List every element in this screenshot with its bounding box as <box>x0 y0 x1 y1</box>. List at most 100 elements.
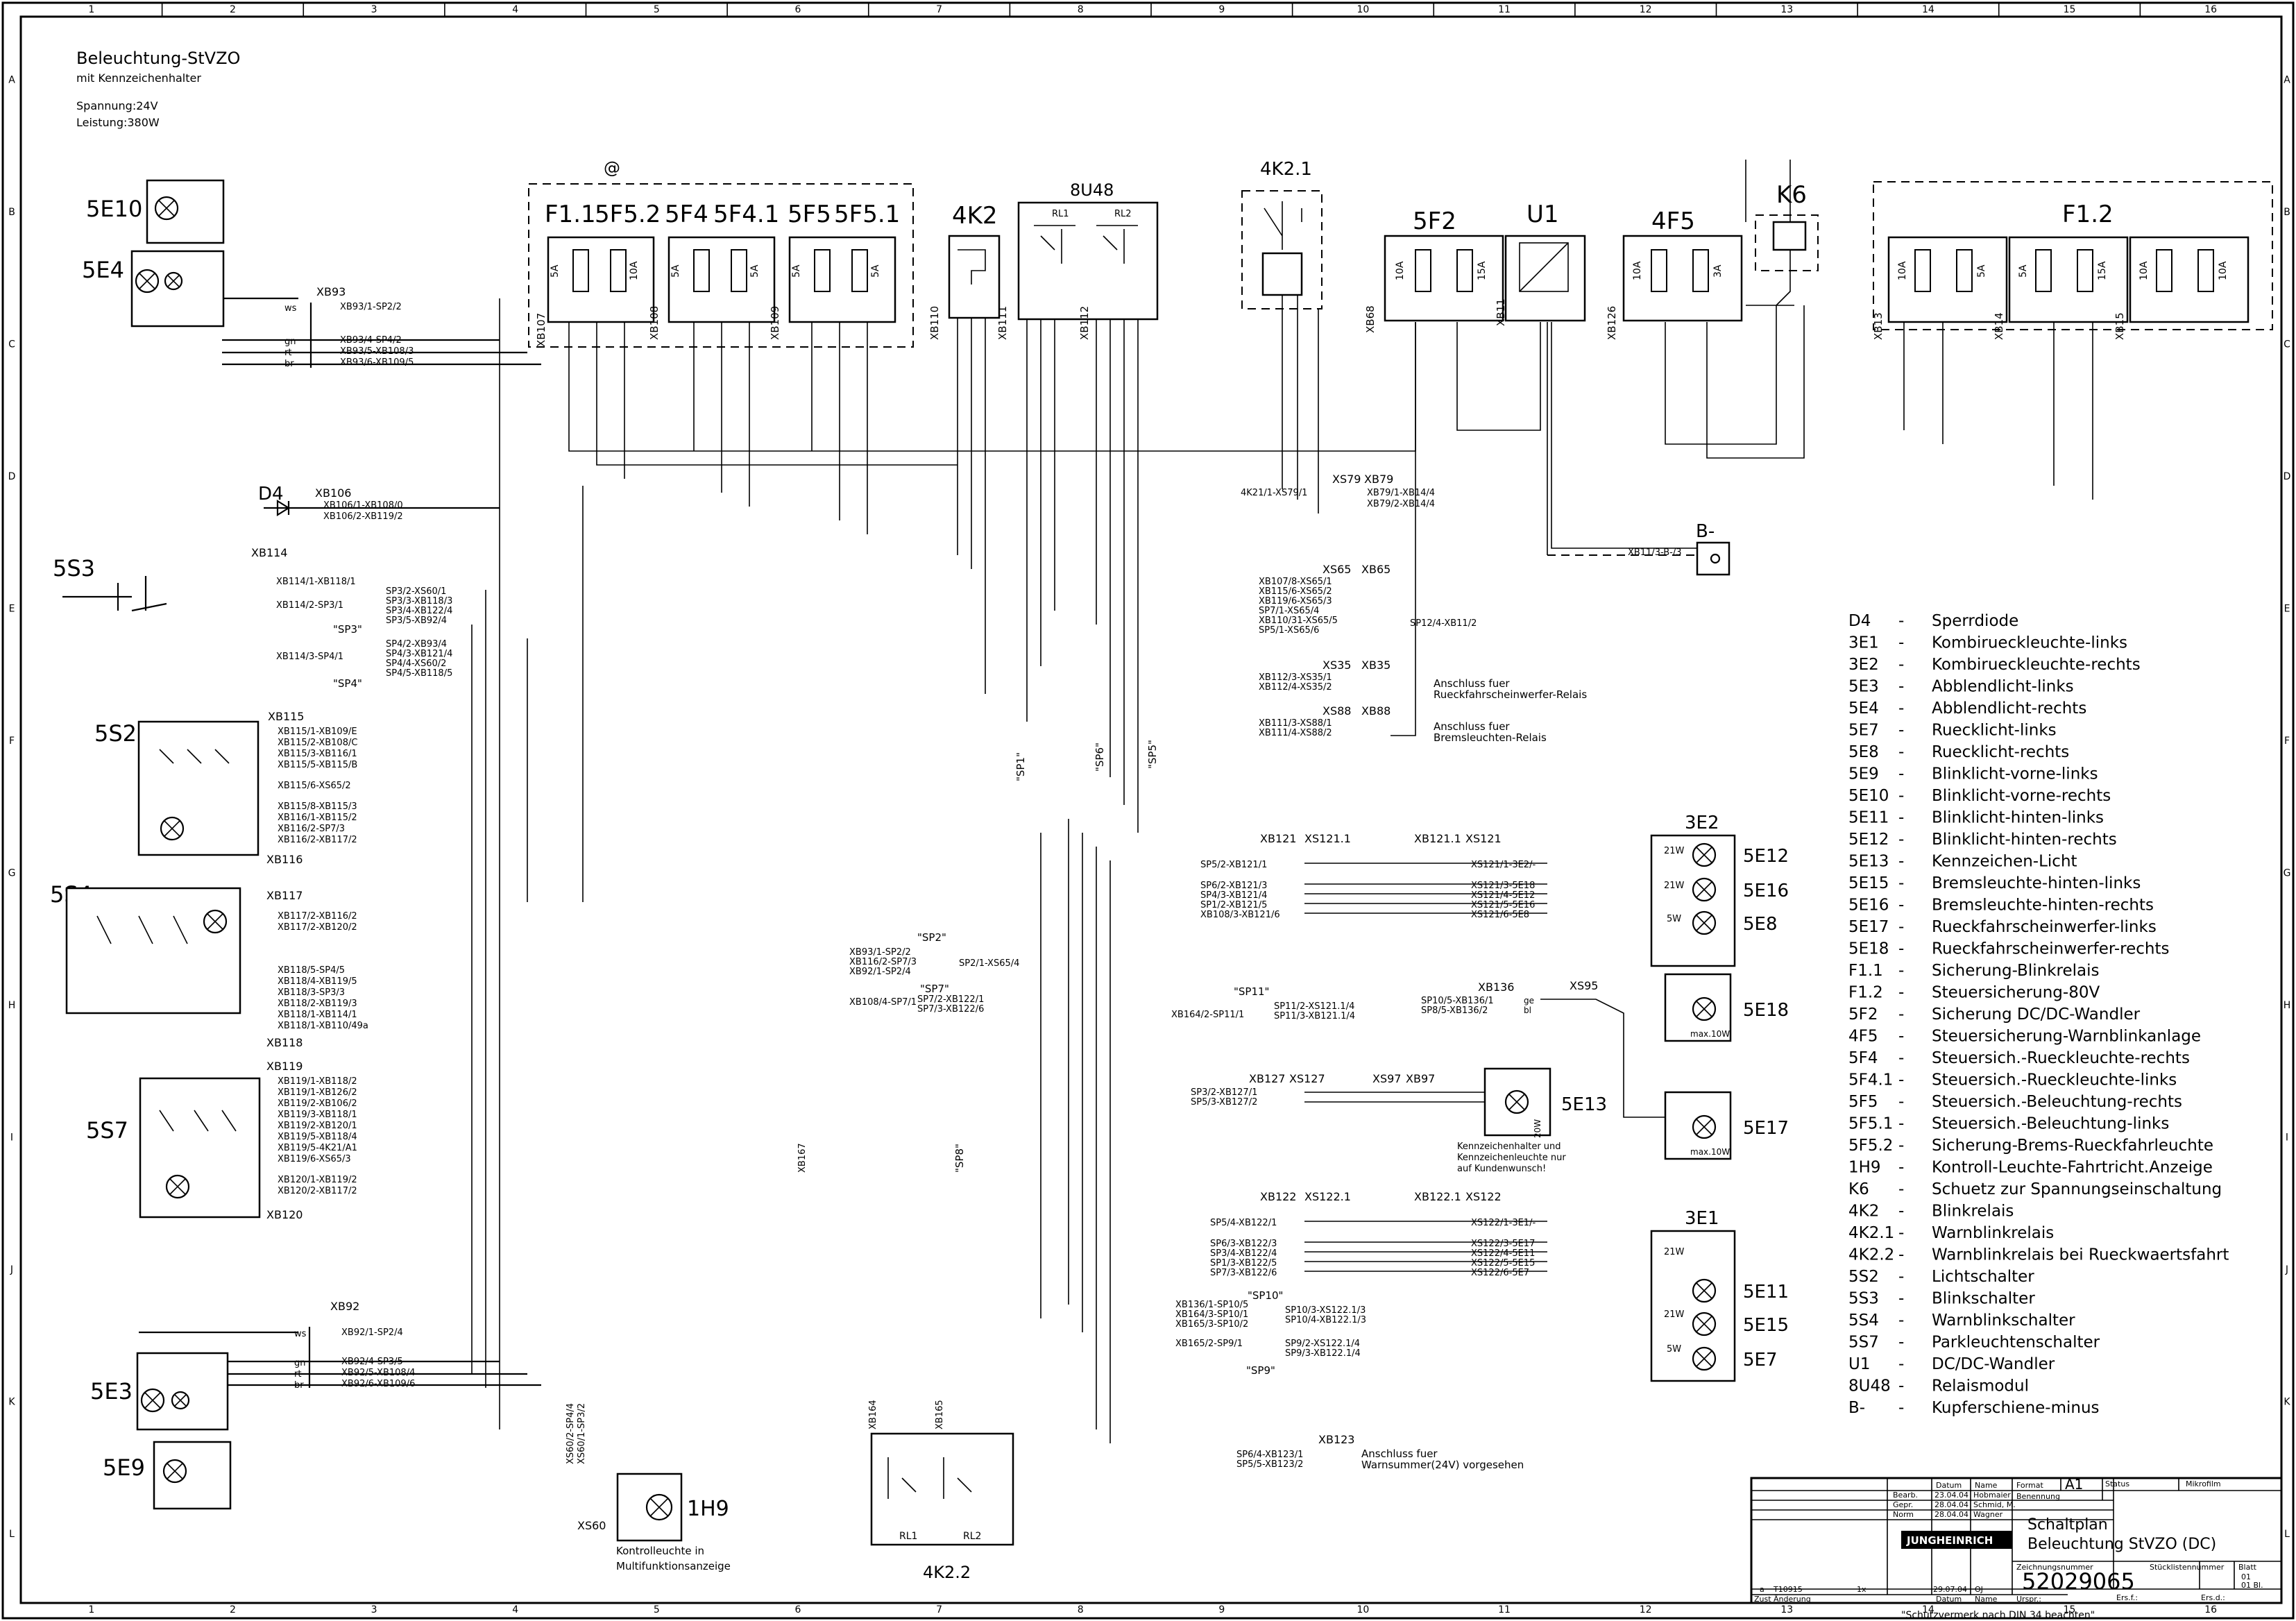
rating-XB14-a: 5A <box>2018 264 2029 278</box>
legend-code: 5F2 <box>1848 1005 1878 1024</box>
svg-text:-: - <box>1898 1071 1904 1089</box>
svg-text:max.10W: max.10W <box>1690 1147 1730 1157</box>
grid-column-12-bottom: 12 <box>1640 1604 1652 1615</box>
lamp-1H9-bulb <box>645 1493 673 1521</box>
legend: D4-Sperrdiode3E1-Kombirueckleuchte-links… <box>1848 612 2229 1417</box>
fuse-XB14-a <box>2035 249 2052 292</box>
legend-item: 1H9-Kontroll-Leuchte-Fahrtricht.Anzeige <box>1848 1159 2213 1177</box>
fuse-F1.2-housing <box>1873 181 2273 330</box>
fuse-group-middle: 5F2 10A 15A XB68 U1 XB11 4F5 10A 3A XB12… <box>1364 201 1743 340</box>
legend-description: Rueckfahrscheinwerfer-links <box>1932 918 2157 936</box>
svg-text:XB121: XB121 <box>1260 832 1296 845</box>
svg-text:-: - <box>1898 678 1904 696</box>
svg-text:Datum: Datum <box>1936 1481 1962 1490</box>
label-5E11: 5E11 <box>1743 1282 1789 1302</box>
lamp-5E10-bulb <box>154 196 179 221</box>
svg-text:XS88: XS88 <box>1323 704 1351 718</box>
grid-row-L-right: L <box>2284 1529 2290 1540</box>
svg-text:gn: gn <box>284 337 296 347</box>
legend-code: 5E11 <box>1848 809 1889 827</box>
fuse-XB15-b <box>2197 249 2214 292</box>
lamp-cluster-3E2: 3E2 21W 21W 5W 5E12 5E16 5E8 <box>1650 813 1789 967</box>
svg-text:Norm: Norm <box>1893 1510 1914 1519</box>
grid-column-10-top: 10 <box>1357 4 1370 15</box>
svg-text:max.10W: max.10W <box>1690 1029 1730 1039</box>
svg-text:Rueckfahrscheinwerfer-Relais: Rueckfahrscheinwerfer-Relais <box>1434 688 1587 701</box>
legend-description: Blinkrelais <box>1932 1203 2014 1221</box>
svg-text:Benennung: Benennung <box>2016 1492 2060 1501</box>
svg-text:-: - <box>1898 1246 1904 1264</box>
legend-code: K6 <box>1848 1180 1869 1198</box>
svg-text:XB118/1-XB110/49a: XB118/1-XB110/49a <box>278 1021 368 1031</box>
svg-text:XB106/2-XB119/2: XB106/2-XB119/2 <box>323 511 403 522</box>
legend-item: 3E1-Kombirueckleuchte-links <box>1848 634 2127 652</box>
conn-XB120: XB120 <box>266 1208 303 1221</box>
legend-description: Rueckfahrscheinwerfer-rechts <box>1932 940 2169 958</box>
svg-text:-: - <box>1898 897 1904 915</box>
legend-description: Sicherung-Blinkrelais <box>1932 962 2099 980</box>
grid-row-C-left: C <box>8 339 15 350</box>
fuse-F1.1 <box>572 249 589 292</box>
legend-code: 3E1 <box>1848 634 1879 652</box>
legend-description: Warnblinkrelais <box>1932 1224 2054 1242</box>
svg-text:SP12/4-XB11/2: SP12/4-XB11/2 <box>1410 618 1477 629</box>
label-5E8: 5E8 <box>1743 914 1778 935</box>
svg-text:Kennzeichenleuchte nur: Kennzeichenleuchte nur <box>1457 1153 1566 1163</box>
legend-item: 5S4-Warnblinkschalter <box>1848 1312 2075 1330</box>
fuse-XB13-a <box>1914 249 1931 292</box>
lamp-5E17-box <box>1664 1091 1732 1160</box>
svg-text:SP5/4-XB122/1: SP5/4-XB122/1 <box>1210 1218 1277 1228</box>
relay-4K2.1: 4K2.1 <box>1241 159 1323 309</box>
rating-XB15-a: 10A <box>2138 261 2150 280</box>
svg-text:SP7/2-XB122/1: SP7/2-XB122/1 <box>917 994 984 1005</box>
svg-text:XB93/1-SP2/2: XB93/1-SP2/2 <box>340 302 402 312</box>
svg-text:Hobmaier: Hobmaier <box>1973 1491 2011 1500</box>
svg-text:-: - <box>1898 634 1904 652</box>
conn-XB11: XB11 <box>1495 298 1507 326</box>
relay-4K2.2-box <box>870 1432 1014 1546</box>
rating-F1.1: 5A <box>550 264 561 278</box>
grid-column-7-bottom: 7 <box>936 1604 942 1615</box>
svg-text:Urspr.:: Urspr.: <box>2016 1595 2041 1604</box>
svg-text:-: - <box>1898 831 1904 849</box>
relay-module-8U48: 8U48 RL1 RL2 XB111 XB112 <box>996 180 1159 340</box>
conn-XB92: XB92 <box>330 1300 359 1313</box>
dcdc-U1-symbol <box>1519 242 1569 292</box>
svg-text:SP4/3-XB121/4: SP4/3-XB121/4 <box>1200 890 1267 901</box>
svg-text:SP8/5-XB136/2: SP8/5-XB136/2 <box>1421 1005 1488 1016</box>
relay-module-contacts <box>1034 225 1138 264</box>
conn-XB164: XB164 <box>868 1400 878 1429</box>
dcdc-U1-diagonal <box>1519 242 1569 292</box>
grid-row-E-left: E <box>9 603 15 614</box>
svg-text:ws: ws <box>284 303 297 314</box>
svg-text:Mikrofilm: Mikrofilm <box>2186 1479 2221 1488</box>
centre-splices: "SP2" XB93/1-SP2/2 XB116/2-SP7/3 XB92/1-… <box>849 740 1355 1377</box>
label-5F5.2: 5F5.2 <box>595 201 661 228</box>
connector-XS35-XB35: XS35 XB35 XB112/3-XS35/1 XB112/4-XS35/2 … <box>1259 659 1587 701</box>
legend-code: 5F4 <box>1848 1049 1878 1067</box>
grid-row-I-left: I <box>10 1132 13 1143</box>
connector-XB121-row: XB121 XS121.1 XB121.1 XS121 SP5/2-XB121/… <box>1200 832 1547 920</box>
svg-text:SP4/4-XS60/2: SP4/4-XS60/2 <box>386 659 446 669</box>
svg-text:-: - <box>1898 1377 1904 1395</box>
svg-text:XS35: XS35 <box>1323 659 1351 672</box>
svg-text:-: - <box>1898 874 1904 892</box>
svg-text:XS122/5-5E15: XS122/5-5E15 <box>1471 1258 1535 1268</box>
grid-row-B-right: B <box>2284 207 2290 218</box>
svg-text:Anschluss fuer: Anschluss fuer <box>1434 720 1510 733</box>
svg-text:5W: 5W <box>1667 1344 1681 1355</box>
svg-text:a: a <box>1760 1585 1764 1594</box>
lamp-5E10-box <box>146 179 225 244</box>
svg-text:XB92/1-SP2/4: XB92/1-SP2/4 <box>849 967 911 977</box>
grid-row-H-right: H <box>2284 1000 2291 1011</box>
svg-text:23.04.04: 23.04.04 <box>1934 1491 1968 1500</box>
grid-row-E-right: E <box>2284 603 2290 614</box>
legend-description: Abblendlicht-rechts <box>1932 699 2086 718</box>
legend-code: 5F5 <box>1848 1093 1878 1111</box>
svg-text:Ers.d.:: Ers.d.: <box>2201 1593 2225 1602</box>
legend-description: Schuetz zur Spannungseinschaltung <box>1932 1180 2222 1198</box>
label-B-minus: B- <box>1696 521 1715 542</box>
svg-text:XB119/5-XB118/4: XB119/5-XB118/4 <box>278 1132 357 1142</box>
rating-4F5-b: 3A <box>1712 264 1724 278</box>
legend-item: D4-Sperrdiode <box>1848 612 2018 630</box>
